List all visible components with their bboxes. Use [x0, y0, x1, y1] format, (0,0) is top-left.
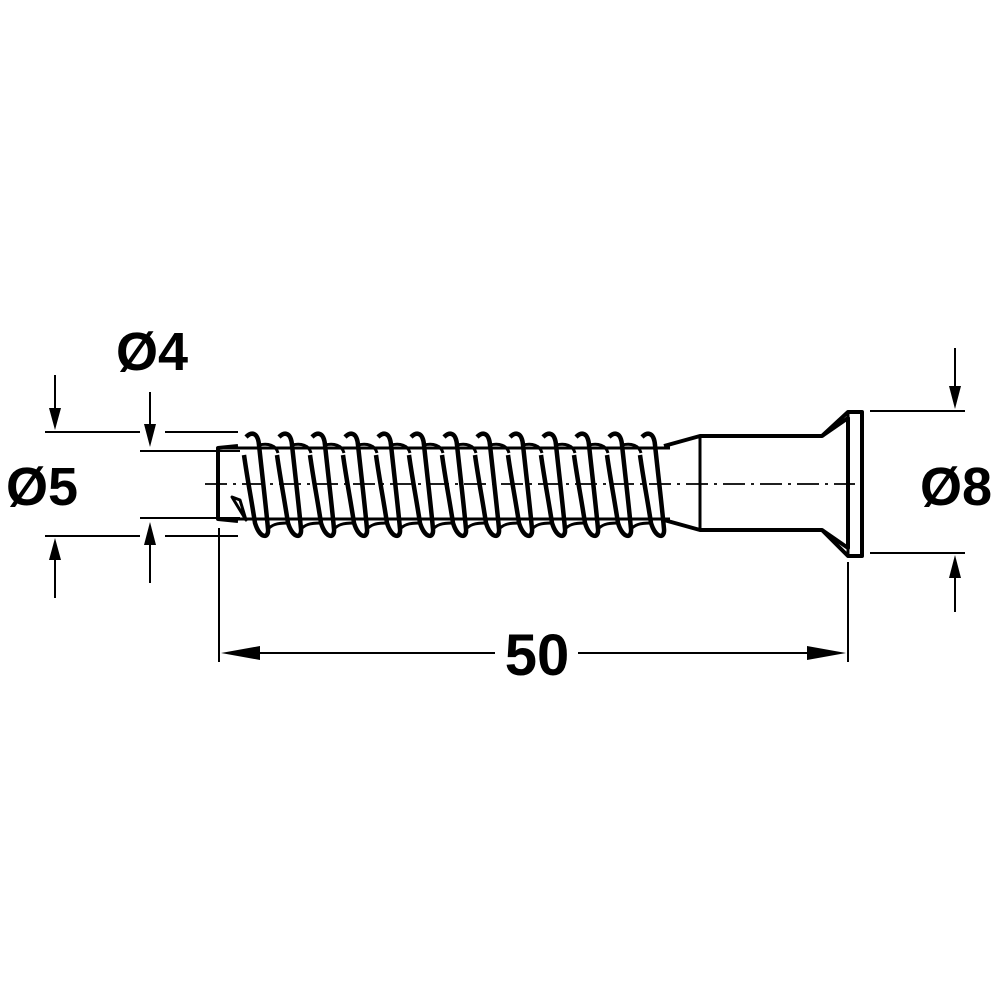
thread-helix-edge — [332, 521, 355, 531]
screw-head — [820, 410, 864, 558]
thread-helix-edge — [324, 442, 346, 454]
arrow-down-icon — [144, 424, 156, 447]
thread-helix-edge — [390, 442, 412, 454]
arrow-left-icon — [221, 646, 260, 660]
thread-helix-edge — [464, 521, 487, 531]
thread-helix-edge — [497, 521, 520, 531]
screw — [205, 410, 864, 558]
thread-helix-edge — [596, 521, 619, 531]
thread-helix-edge — [629, 521, 652, 531]
length-dimension — [218, 528, 849, 662]
thread-helix-edge — [621, 442, 643, 454]
thread-flank — [637, 431, 667, 538]
thread-helix-edge — [489, 442, 511, 454]
thread-helix-edge — [266, 521, 289, 531]
arrow-up-icon — [144, 522, 156, 545]
thread-helix-edge — [431, 521, 454, 531]
thread-helix-edge — [291, 442, 313, 454]
arrow-up-icon — [49, 538, 61, 560]
label-diameter-4: Ø4 — [116, 322, 188, 382]
thread-helix-edge — [530, 521, 553, 531]
thread-helix-edge — [299, 521, 322, 531]
thread-helix-edge — [563, 521, 586, 531]
thread-helix-edge — [258, 442, 280, 454]
tip-notch — [230, 495, 248, 522]
thread-helix-edge — [357, 442, 379, 454]
label-diameter-5: Ø5 — [6, 457, 78, 517]
thread-flanks — [241, 431, 667, 538]
arrow-down-icon — [49, 408, 61, 430]
arrow-up-icon — [949, 555, 961, 578]
thread-helix-edge — [365, 521, 388, 531]
label-length: 50 — [505, 623, 570, 688]
thread-helix-edge — [588, 442, 610, 454]
arrow-down-icon — [949, 386, 961, 409]
arrow-right-icon — [807, 646, 846, 660]
thread-helix-edge — [456, 442, 478, 454]
diameter-8-dimension — [870, 348, 965, 612]
label-diameter-8: Ø8 — [920, 457, 992, 517]
diameter-5-dimension — [45, 375, 140, 598]
diameter-4-dimension — [140, 392, 240, 583]
thread-helix-edge — [398, 521, 421, 531]
thread-helix-edge — [423, 442, 445, 454]
thread-helix-edge — [555, 442, 577, 454]
screw-shank — [663, 416, 850, 550]
thread-helix-edge — [522, 442, 544, 454]
